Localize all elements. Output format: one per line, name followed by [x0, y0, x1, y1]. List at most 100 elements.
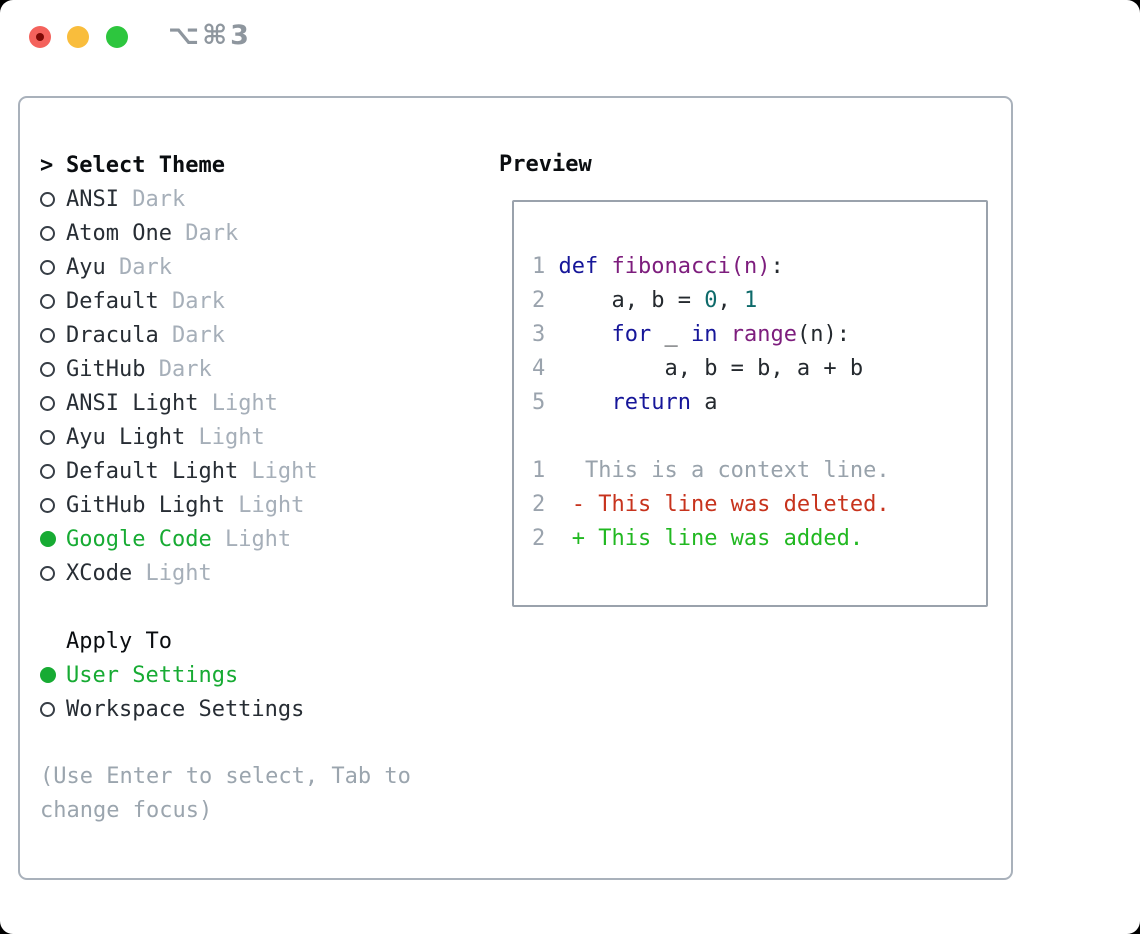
code-token: This is a context line. [558, 458, 890, 483]
minimize-button[interactable] [67, 26, 89, 48]
radio-slot [40, 361, 66, 377]
radio-icon[interactable] [40, 497, 55, 513]
apply-option[interactable]: User Settings [40, 658, 411, 692]
apply-to-header: Apply To [40, 624, 411, 658]
spacer [40, 726, 411, 760]
radio-icon[interactable] [40, 565, 55, 581]
radio-slot [40, 667, 66, 683]
theme-option[interactable]: Default Dark [40, 284, 411, 318]
code-token [559, 390, 612, 415]
option-variant: Dark [158, 288, 225, 314]
radio-selected-icon[interactable] [40, 667, 56, 683]
option-variant: Light [211, 526, 292, 552]
line-number: 2 [532, 288, 559, 313]
code-token: for [611, 322, 652, 347]
code-line: 3 for _ in range(n): [532, 318, 986, 352]
radio-slot [40, 531, 66, 547]
theme-option[interactable]: Google Code Light [40, 522, 411, 556]
cursor-caret-icon: > [40, 152, 54, 178]
radio-slot [40, 497, 66, 513]
code-token: 1 [743, 288, 758, 313]
option-label: Default [66, 288, 159, 314]
theme-option[interactable]: ANSI Light Light [40, 386, 411, 420]
code-token: : [770, 254, 784, 279]
theme-option[interactable]: Atom One Dark [40, 216, 411, 250]
option-label: Google Code [66, 526, 212, 552]
option-label: GitHub [66, 356, 146, 382]
radio-icon[interactable] [40, 701, 55, 717]
option-label: Ayu [66, 254, 106, 280]
option-variant: Light [185, 424, 265, 450]
radio-icon[interactable] [40, 429, 55, 445]
apply-option[interactable]: Workspace Settings [40, 692, 411, 726]
theme-option[interactable]: Ayu Dark [40, 250, 411, 284]
option-label: ANSI [66, 186, 119, 212]
line-number: 4 [532, 356, 559, 381]
zoom-button[interactable] [106, 26, 128, 48]
option-variant: Dark [145, 356, 212, 382]
option-label: Ayu Light [66, 424, 186, 450]
help-line: (Use Enter to select, Tab to [40, 764, 411, 789]
titlebar: ⌥⌘3 [0, 0, 1140, 75]
code-line: 2 a, b = 0, 1 [532, 284, 986, 318]
radio-icon[interactable] [40, 191, 55, 207]
radio-icon[interactable] [40, 463, 55, 479]
close-button[interactable] [29, 26, 51, 48]
theme-option[interactable]: Ayu Light Light [40, 420, 411, 454]
radio-slot [40, 327, 66, 343]
option-variant: Dark [105, 254, 172, 280]
code-token: , [717, 288, 744, 313]
code-token: fibonacci(n) [611, 254, 771, 279]
cursor-slot: > [40, 153, 66, 178]
theme-option[interactable]: ANSI Dark [40, 182, 411, 216]
radio-icon[interactable] [40, 225, 55, 241]
theme-option[interactable]: Dracula Dark [40, 318, 411, 352]
radio-icon[interactable] [40, 361, 55, 377]
option-label: Workspace Settings [66, 696, 305, 722]
code-token [598, 254, 611, 279]
option-variant: Light [224, 492, 305, 518]
radio-icon[interactable] [40, 293, 55, 309]
radio-slot [40, 191, 66, 207]
apply-to-label: Apply To [66, 628, 172, 654]
radio-slot [40, 259, 66, 275]
spacer [532, 420, 986, 454]
preview-label: Preview [499, 152, 592, 177]
code-token [559, 322, 612, 347]
code-token: in [690, 322, 718, 347]
radio-slot [40, 463, 66, 479]
theme-option[interactable]: GitHub Light Light [40, 488, 411, 522]
code-token: - This line was deleted. [558, 492, 890, 517]
option-label: ANSI Light [66, 390, 199, 416]
radio-selected-icon[interactable] [40, 531, 56, 547]
diff-line: 2 + This line was added. [532, 522, 986, 556]
radio-slot [40, 429, 66, 445]
option-variant: Dark [171, 220, 239, 246]
help-text: (Use Enter to select, Tab to change focus… [40, 760, 411, 828]
option-variant: Dark [158, 322, 225, 348]
theme-option[interactable]: XCode Light [40, 556, 411, 590]
spacer [40, 590, 411, 624]
code-token: a, b = b, a + b [558, 356, 864, 381]
code-line: 5 return a [532, 386, 986, 420]
code-token: range [730, 322, 797, 347]
option-variant: Light [198, 390, 278, 416]
radio-slot [40, 225, 66, 241]
theme-option[interactable]: GitHub Dark [40, 352, 411, 386]
line-number: 1 [532, 254, 559, 279]
radio-slot [40, 395, 66, 411]
radio-slot [40, 701, 66, 717]
radio-icon[interactable] [40, 327, 55, 343]
theme-option[interactable]: Default Light Light [40, 454, 411, 488]
radio-icon[interactable] [40, 395, 55, 411]
help-line: change focus) [40, 798, 213, 823]
code-token: return [611, 390, 691, 415]
select-theme-label: Select Theme [66, 152, 225, 178]
diff-line: 2 - This line was deleted. [532, 488, 986, 522]
window-title: ⌥⌘3 [168, 20, 252, 51]
radio-icon[interactable] [40, 259, 55, 275]
